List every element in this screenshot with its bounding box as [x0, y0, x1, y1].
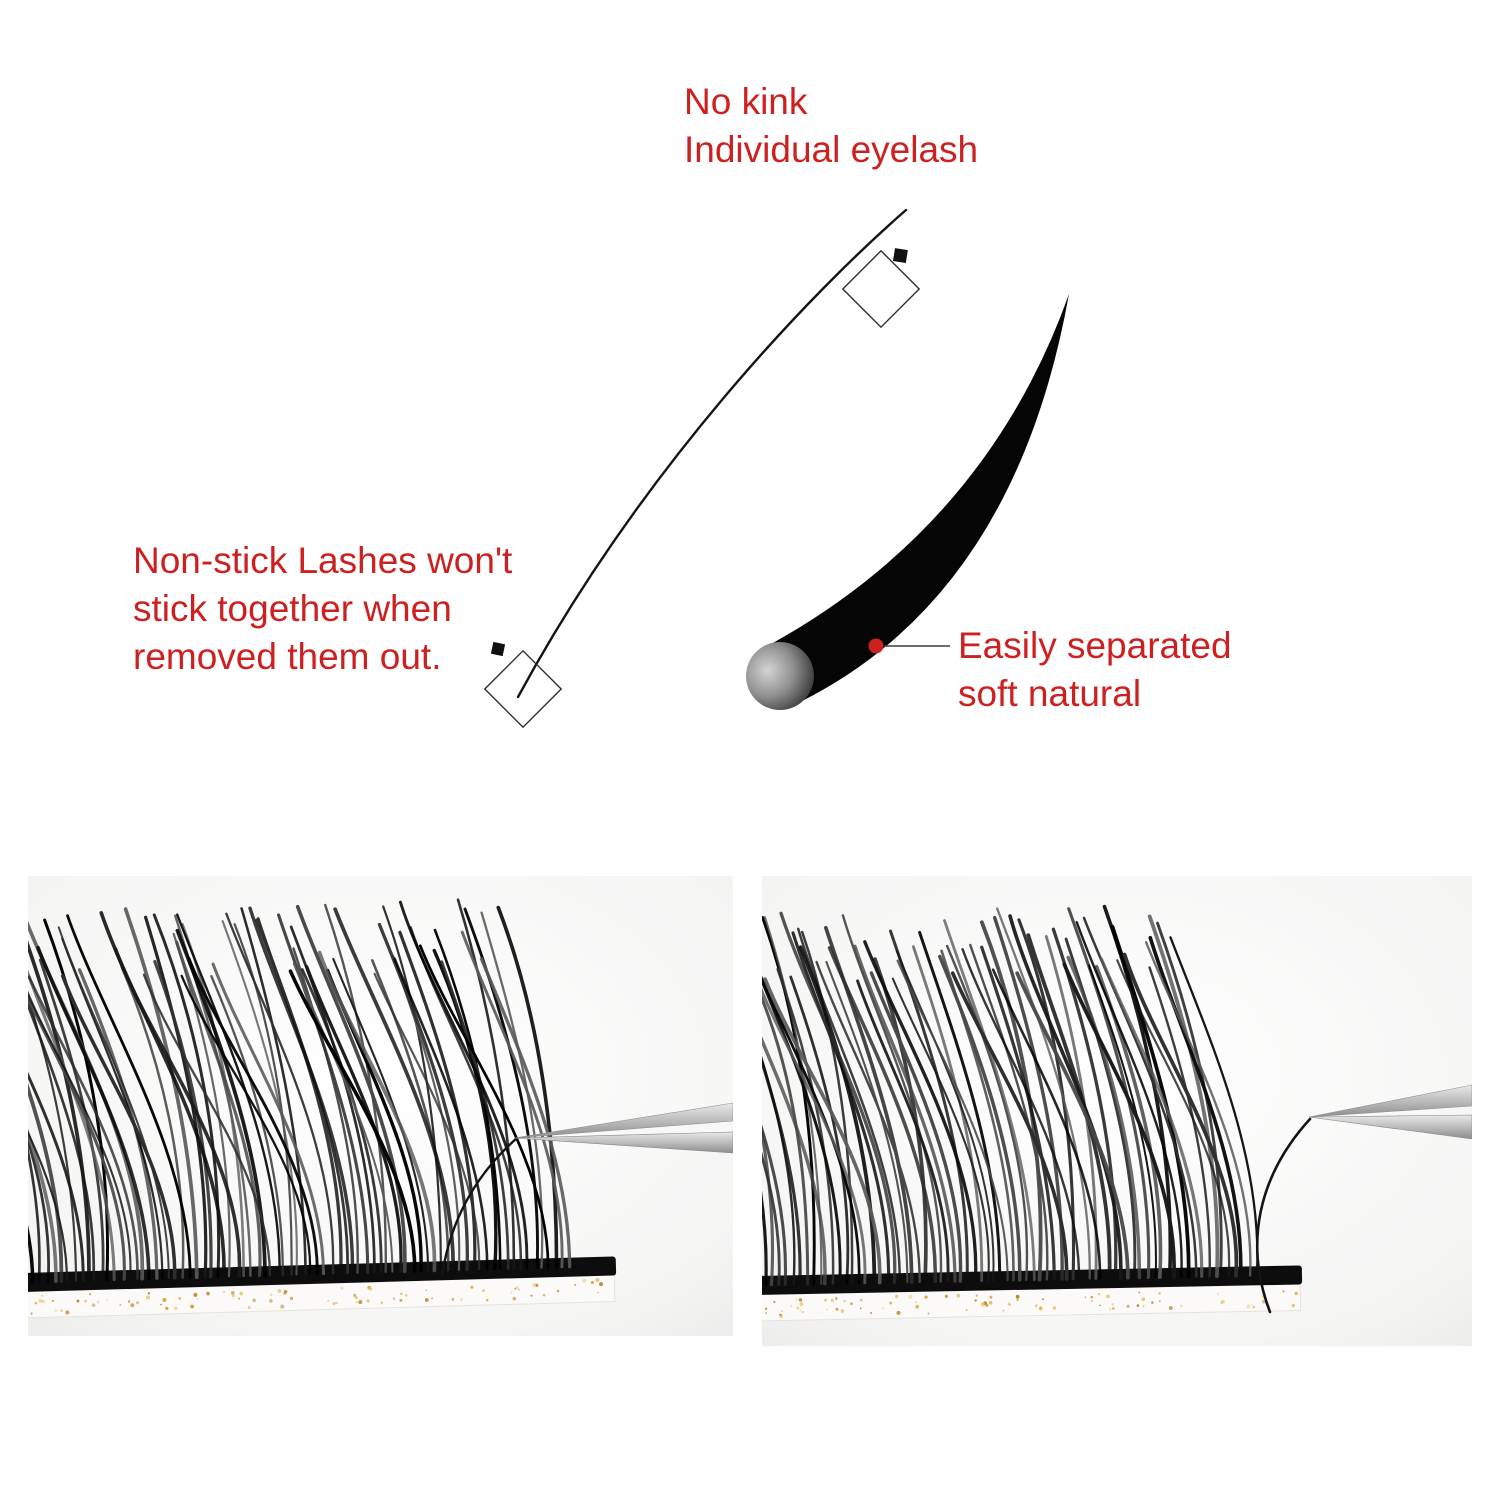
zoom-marker-top	[841, 248, 921, 329]
lash-tray-photo-right	[762, 876, 1472, 1346]
non-stick-line-1: Non-stick Lashes won't	[133, 540, 513, 581]
no-kink-line-1: No kink	[684, 81, 808, 122]
non-stick-line-3: removed them out.	[133, 636, 442, 678]
single-lash-thin	[516, 208, 908, 699]
lash-fan	[28, 898, 617, 1319]
easily-separated-line-1: Easily separated	[958, 625, 1232, 666]
non-stick-line-2: stick together when	[133, 588, 452, 630]
no-kink-label: No kink Individual eyelash	[684, 78, 978, 174]
separated-lash	[440, 1136, 519, 1278]
easily-separated-line-2: soft natural	[958, 673, 1142, 715]
lash-fan	[762, 904, 1303, 1322]
tweezers-icon	[513, 1102, 733, 1154]
red-dot	[868, 638, 884, 654]
lash-base	[746, 642, 814, 710]
zoom-marker-bottom	[483, 641, 563, 729]
feature-diagram	[483, 208, 1069, 729]
lash-tray-photo-left	[28, 876, 733, 1336]
no-kink-line-2: Individual eyelash	[684, 129, 979, 171]
separated-lash	[1255, 1117, 1312, 1314]
easily-separated-label: Easily separated soft natural	[958, 622, 1232, 718]
non-stick-label: Non-stick Lashes won't stick together wh…	[133, 537, 512, 681]
tweezers-icon	[1308, 1084, 1472, 1140]
